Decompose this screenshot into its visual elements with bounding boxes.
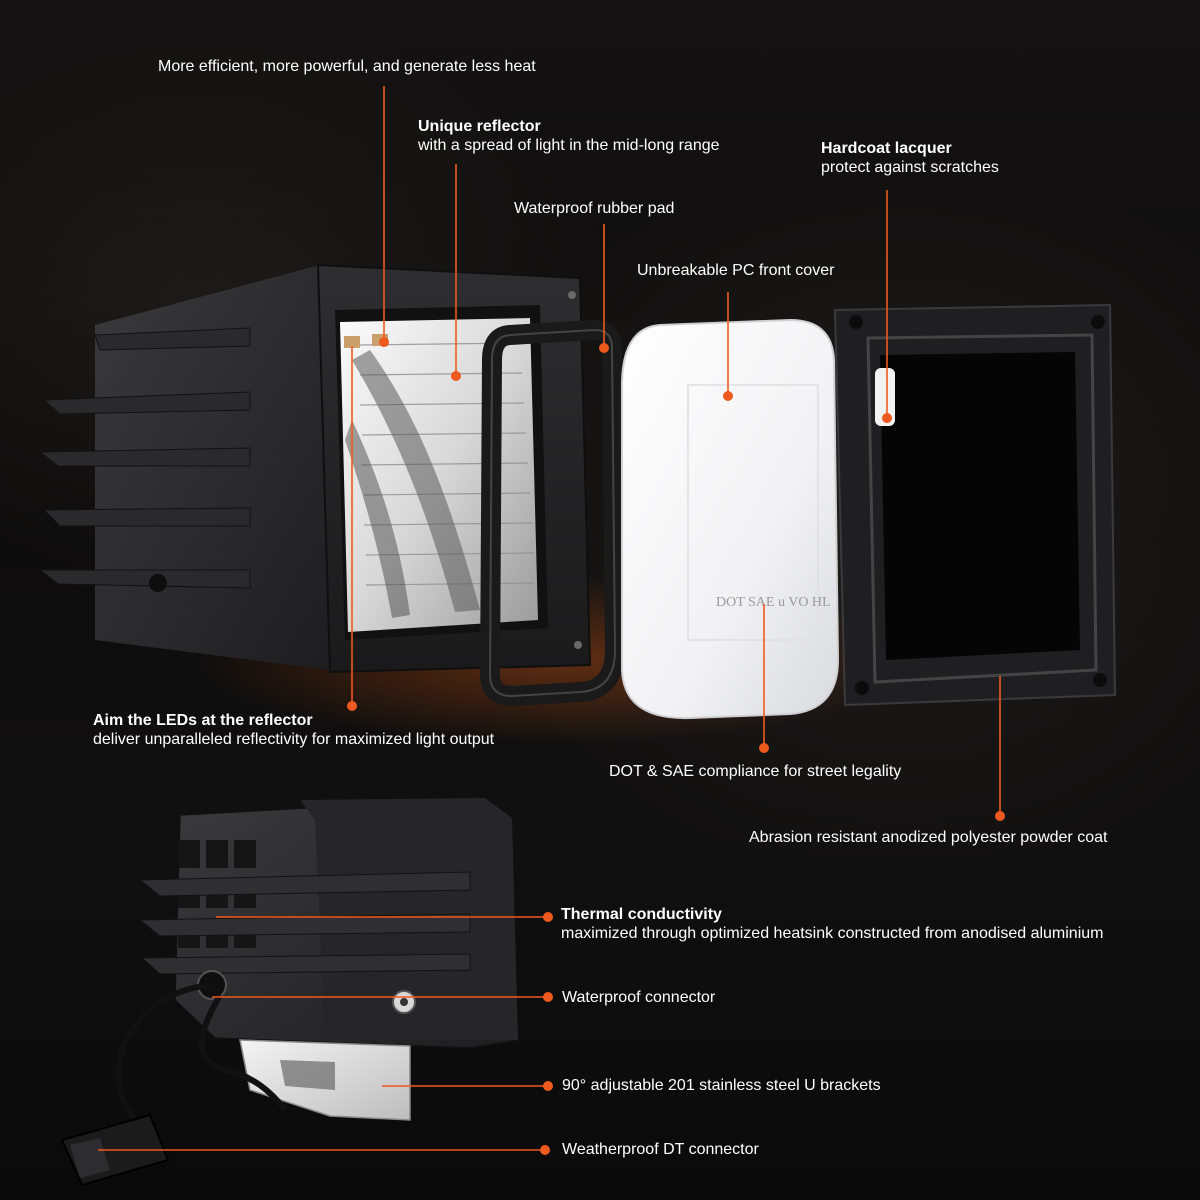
callout-dot-dt-connector: [540, 1145, 550, 1155]
mount-hole: [149, 574, 167, 592]
callout-dot-aim-leds: [347, 701, 357, 711]
callout-dot-connector: [543, 992, 553, 1002]
callout-rubber-pad: Waterproof rubber pad: [514, 199, 674, 218]
callout-dt-connector-desc: Weatherproof DT connector: [562, 1141, 759, 1158]
callout-efficient-desc: More efficient, more powerful, and gener…: [158, 58, 536, 75]
callout-reflector: Unique reflector with a spread of light …: [418, 117, 720, 155]
callout-aim-leds-title: Aim the LEDs at the reflector: [93, 712, 313, 729]
callout-thermal-title: Thermal conductivity: [561, 906, 722, 923]
rear-light-unit: [60, 797, 519, 1187]
callout-dot-sae: DOT & SAE compliance for street legality: [609, 762, 901, 781]
callout-pc-cover-desc: Unbreakable PC front cover: [637, 262, 835, 279]
callout-dot-sae-desc: DOT & SAE compliance for street legality: [609, 763, 902, 780]
callout-connector: Waterproof connector: [562, 988, 715, 1007]
frame-screw-hole: [849, 315, 863, 329]
callout-powder-coat: Abrasion resistant anodized polyester po…: [749, 828, 1107, 847]
callout-dot-rubber-pad: [599, 343, 609, 353]
frame-screw-hole: [855, 681, 869, 695]
led-chip: [344, 336, 360, 348]
lens-marking: DOT SAE u VO HL: [716, 595, 831, 610]
bezel-screw: [574, 641, 582, 649]
frame-screw-hole: [1091, 315, 1105, 329]
callout-lines: [98, 86, 1005, 1155]
callout-dot-thermal: [543, 912, 553, 922]
callout-dot-pc-cover: [723, 391, 733, 401]
callout-efficient: More efficient, more powerful, and gener…: [158, 57, 536, 76]
callout-hardcoat: Hardcoat lacquer protect against scratch…: [821, 139, 999, 177]
callout-hardcoat-desc: protect against scratches: [821, 159, 999, 176]
callout-dot-reflector: [451, 371, 461, 381]
callout-brackets: 90° adjustable 201 stainless steel U bra…: [562, 1076, 881, 1095]
callout-aim-leds-desc: deliver unparalleled reflectivity for ma…: [93, 731, 495, 748]
callout-rubber-pad-desc: Waterproof rubber pad: [514, 200, 675, 217]
rear-fins: [138, 871, 471, 975]
callout-reflector-desc: with a spread of light in the mid-long r…: [418, 137, 720, 154]
pc-front-cover: DOT SAE u VO HL: [621, 318, 840, 720]
heatsink-fins: [38, 327, 251, 589]
power-cable: [115, 982, 213, 1133]
callout-dot-hardcoat: [882, 413, 892, 423]
callout-dot-brackets: [543, 1081, 553, 1091]
rubber-pad: [479, 319, 626, 707]
callout-connector-desc: Waterproof connector: [562, 989, 716, 1006]
frame-screw-hole: [1093, 673, 1107, 687]
callout-thermal: Thermal conductivity maximized through o…: [561, 905, 1103, 943]
callout-brackets-desc: 90° adjustable 201 stainless steel U bra…: [562, 1077, 881, 1094]
callout-dot-powder-coat: [995, 811, 1005, 821]
callout-dot-dot-sae: [759, 743, 769, 753]
callout-hardcoat-title: Hardcoat lacquer: [821, 140, 952, 157]
bezel-screw: [568, 291, 576, 299]
callout-aim-leds: Aim the LEDs at the reflector deliver un…: [93, 711, 494, 749]
callout-thermal-desc: maximized through optimized heatsink con…: [561, 925, 1104, 942]
callout-dt-connector: Weatherproof DT connector: [562, 1140, 759, 1159]
callout-pc-cover: Unbreakable PC front cover: [637, 261, 834, 280]
callout-powder-coat-desc: Abrasion resistant anodized polyester po…: [749, 829, 1108, 846]
frame-glint: [875, 368, 895, 426]
callout-reflector-title: Unique reflector: [418, 118, 541, 135]
hardcoat-frame: [833, 303, 1117, 707]
callout-dot-efficient: [379, 337, 389, 347]
